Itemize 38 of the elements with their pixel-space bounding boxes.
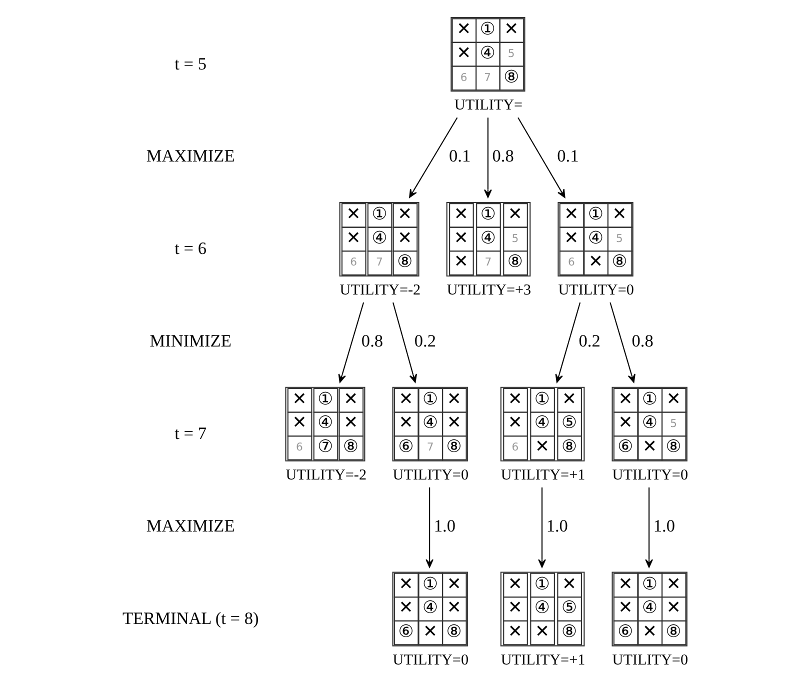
node-label: UTILITY=+3 xyxy=(446,282,532,299)
label: TERMINAL (t = 8) xyxy=(122,608,259,628)
node-label: UTILITY=-2 xyxy=(340,282,421,299)
edge-label: 0.2 xyxy=(414,332,436,351)
node-label: UTILITY=+1 xyxy=(500,652,586,668)
label: MAXIMIZE xyxy=(146,146,235,166)
node-label: UTILITY=+1 xyxy=(500,467,586,484)
edge-label: 0.2 xyxy=(578,332,600,351)
arrow xyxy=(392,302,417,383)
arrow xyxy=(409,117,458,198)
arrow xyxy=(518,117,566,198)
node-label: UTILITY= xyxy=(454,98,523,114)
edge-label: 0.8 xyxy=(492,146,514,166)
node-label: UTILITY=0 xyxy=(392,652,469,668)
label: t = 6 xyxy=(174,239,207,258)
node-label: UTILITY=-2 xyxy=(286,467,367,484)
node-label: UTILITY=0 xyxy=(612,467,688,484)
label: MAXIMIZE xyxy=(146,516,235,536)
edge-label: 0.8 xyxy=(632,332,654,351)
edge-label: 0.1 xyxy=(557,146,579,166)
node-label: UTILITY=0 xyxy=(392,467,469,484)
arrow xyxy=(426,487,434,568)
arrow xyxy=(610,302,636,383)
arrow xyxy=(555,302,581,383)
arrow xyxy=(538,487,546,568)
edge-label: 1.0 xyxy=(546,516,568,536)
arrow xyxy=(338,302,364,383)
label: t = 5 xyxy=(174,54,207,74)
arrow xyxy=(484,118,492,198)
node-label: UTILITY=0 xyxy=(558,282,634,299)
arrow xyxy=(645,487,653,568)
label: t = 7 xyxy=(174,424,207,444)
label: MINIMIZE xyxy=(150,332,232,351)
node-label: UTILITY=0 xyxy=(612,652,688,668)
edge-label: 1.0 xyxy=(434,516,456,536)
edge-label: 0.8 xyxy=(361,332,384,351)
edge-label: 0.1 xyxy=(449,146,471,166)
edge-label: 1.0 xyxy=(653,516,675,536)
